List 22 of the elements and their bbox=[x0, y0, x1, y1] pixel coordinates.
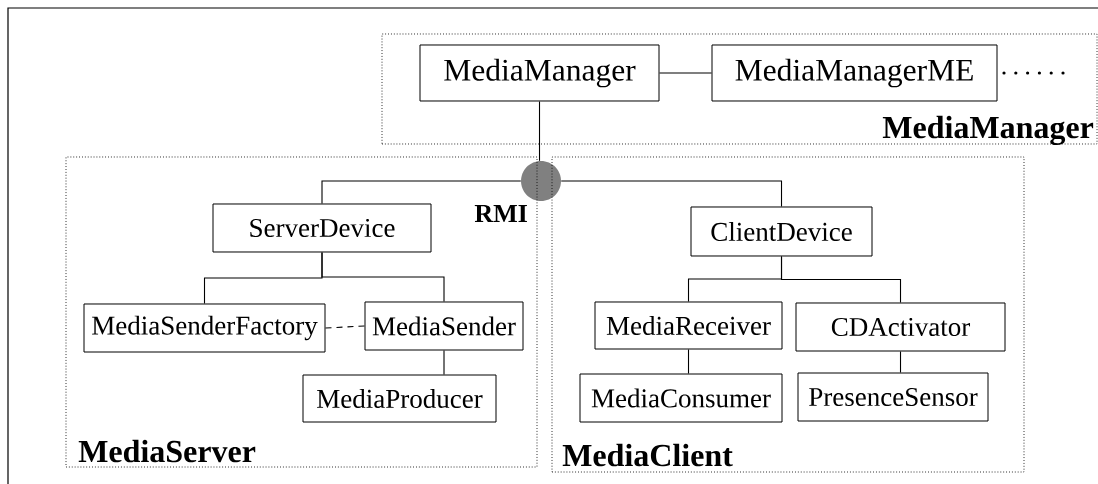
connector-line bbox=[324, 325, 366, 329]
connector-line bbox=[321, 180, 522, 205]
class-box: MediaSenderFactory bbox=[83, 303, 326, 353]
interface-label: RMI bbox=[474, 204, 527, 222]
class-box: CDActivator bbox=[795, 302, 1006, 352]
class-box: MediaManager bbox=[419, 44, 660, 102]
connector-line bbox=[658, 72, 713, 74]
class-box: MediaManagerME bbox=[711, 44, 998, 102]
connector-line bbox=[321, 251, 445, 303]
connector-line bbox=[780, 255, 902, 304]
class-box: MediaReceiver bbox=[594, 301, 783, 350]
class-box: MediaConsumer bbox=[579, 373, 783, 423]
connector-line bbox=[538, 100, 541, 162]
connector-line bbox=[443, 349, 445, 376]
class-box: MediaSender bbox=[364, 301, 524, 351]
class-box: ServerDevice bbox=[212, 203, 432, 253]
connector-line bbox=[560, 180, 783, 208]
class-box: ClientDevice bbox=[690, 206, 873, 257]
connector-line bbox=[687, 348, 690, 375]
connector-line bbox=[899, 350, 902, 374]
class-box: MediaProducer bbox=[302, 374, 497, 423]
class-box: PresenceSensor bbox=[797, 372, 989, 422]
